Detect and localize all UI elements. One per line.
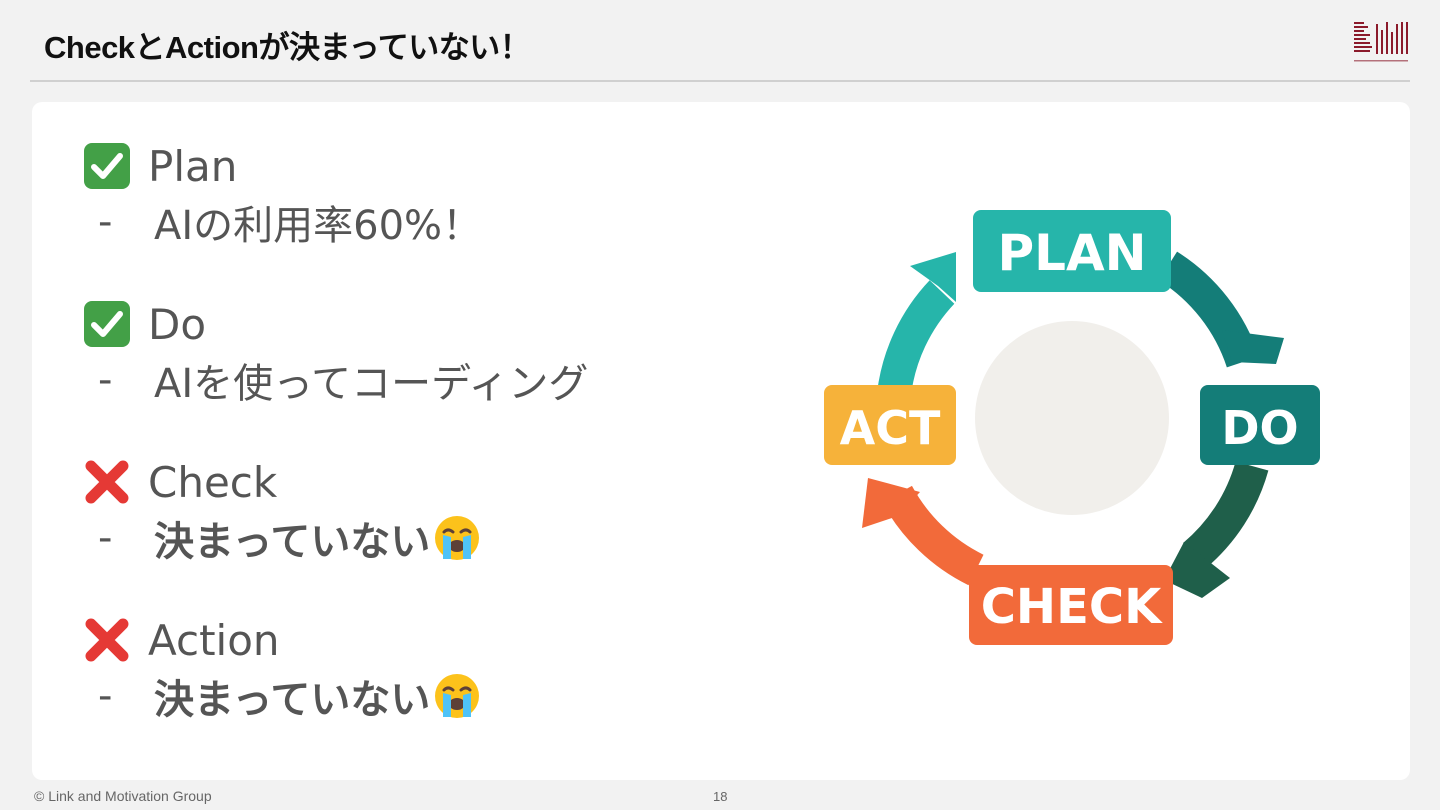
arrow-do-to-check [1182,461,1269,570]
arrow-check-to-act [882,485,984,586]
bullet-dash: - [98,199,113,245]
arrow-do-to-check-head [1164,542,1230,598]
item-label: Action [148,615,280,665]
bullet-dash: - [98,357,113,403]
do-label: DO [1221,401,1298,455]
bullet-dash: - [98,515,113,561]
check-mark-icon [82,299,132,349]
item-detail: 決まっていない [154,677,431,723]
arrow-check-to-act-head [862,478,920,528]
item-label: Check [148,457,278,507]
arrow-plan-to-do-head [1222,330,1284,364]
plan-label: PLAN [997,224,1146,282]
cross-mark-icon [82,615,132,665]
bullet-dash: - [98,673,113,719]
item-detail: 決まっていない [154,519,431,565]
slide-title: CheckとActionが決まっていない！ [44,30,531,65]
arrow-act-to-plan-head [910,252,956,302]
check-box [969,565,1173,645]
item-label: Plan [148,141,238,191]
item-do: Do - AIを使ってコーディング [82,296,588,408]
plan-box [973,210,1171,292]
check-label: CHECK [981,579,1163,635]
cross-mark-icon [82,457,132,507]
item-action: Action - 決まっていない [82,612,482,724]
title-divider [30,80,1410,82]
item-label: Do [148,299,207,349]
company-logo [1354,22,1408,62]
act-label: ACT [840,401,941,455]
content-card: Plan - AIの利用率60%！ Do - AIを使ってコーディング [32,102,1410,780]
pdca-cycle-diagram: PLAN DO CHECK ACT [824,210,1320,645]
item-detail: AIの利用率60%！ [154,203,483,249]
arrow-act-to-plan [877,280,955,397]
footer-copyright: © Link and Motivation Group [34,788,212,804]
cycle-center [975,321,1169,515]
act-box [824,385,956,465]
check-mark-icon [82,141,132,191]
item-plan: Plan - AIの利用率60%！ [82,138,482,250]
do-box [1200,385,1320,465]
item-check: Check - 決まっていない [82,454,482,566]
crying-face-icon [435,516,480,560]
crying-face-icon [435,674,480,718]
item-detail: AIを使ってコーディング [154,361,589,407]
page-number: 18 [713,789,728,804]
